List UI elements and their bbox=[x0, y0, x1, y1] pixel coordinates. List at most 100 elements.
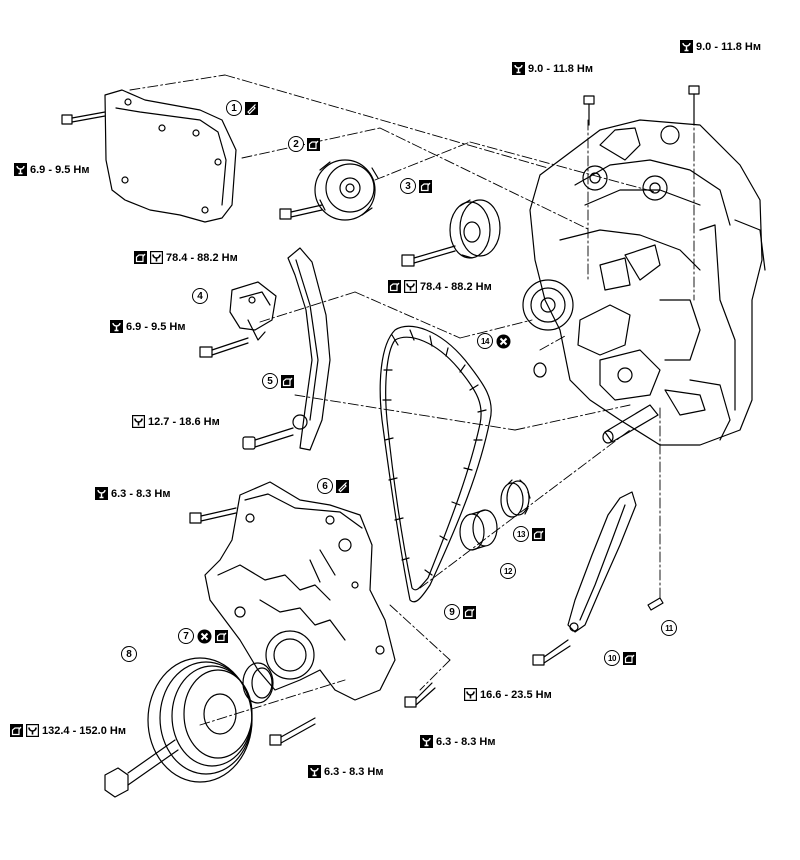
torque-label-t6: 6.9 - 9.5 Нм bbox=[110, 320, 186, 333]
part-9-timing-chain bbox=[379, 325, 492, 603]
wrench-icon bbox=[14, 163, 27, 176]
torque-icon bbox=[150, 251, 163, 264]
callout-number: 8 bbox=[121, 646, 137, 662]
torque-value: 78.4 - 88.2 Нм bbox=[166, 251, 238, 264]
callout-11: 11 bbox=[661, 620, 677, 636]
callout-8: 8 bbox=[121, 646, 137, 662]
part-1-cover bbox=[104, 89, 237, 223]
callout-number: 14 bbox=[477, 333, 493, 349]
oil-can-icon bbox=[532, 527, 545, 541]
torque-label-t1: 6.9 - 9.5 Нм bbox=[14, 163, 90, 176]
torque-value: 6.3 - 8.3 Нм bbox=[111, 487, 171, 500]
callout-number: 9 bbox=[444, 604, 460, 620]
callout-number: 4 bbox=[192, 288, 208, 304]
callout-14: 14 bbox=[477, 333, 511, 349]
part-3-exhaust-sprocket bbox=[449, 199, 501, 259]
callout-number: 13 bbox=[513, 526, 529, 542]
torque-value: 12.7 - 18.6 Нм bbox=[148, 415, 220, 428]
part-14-o-ring bbox=[533, 362, 547, 378]
callout-number: 10 bbox=[604, 650, 620, 666]
callout-number: 12 bbox=[500, 563, 516, 579]
oil-can-icon bbox=[215, 629, 228, 643]
wrench-icon bbox=[308, 765, 321, 778]
wrench-icon bbox=[420, 735, 433, 748]
bolt-crank-pulley bbox=[104, 739, 179, 798]
oil-can-icon bbox=[10, 724, 23, 737]
torque-value: 6.3 - 8.3 Нм bbox=[324, 765, 384, 778]
callout-number: 1 bbox=[226, 100, 242, 116]
callout-3: 3 bbox=[400, 178, 432, 194]
oil-can-icon bbox=[307, 137, 320, 151]
torque-label-t8: 6.3 - 8.3 Нм bbox=[95, 487, 171, 500]
bolt-front-cover-right bbox=[404, 682, 436, 708]
bolt-tensioner bbox=[199, 337, 249, 358]
bolt-sprocket-3 bbox=[401, 245, 456, 267]
callout-2: 2 bbox=[288, 136, 320, 152]
bolt-tension-guide bbox=[532, 639, 571, 666]
callout-10: 10 bbox=[604, 650, 636, 666]
bolt-sprocket-2 bbox=[279, 204, 323, 220]
callout-13: 13 bbox=[513, 526, 545, 542]
torque-value: 6.9 - 9.5 Нм bbox=[30, 163, 90, 176]
callout-number: 5 bbox=[262, 373, 278, 389]
callout-7: 7 bbox=[178, 628, 228, 644]
callout-5: 5 bbox=[262, 373, 294, 389]
wrench-icon bbox=[680, 40, 693, 53]
bolt-cover bbox=[61, 111, 106, 125]
oil-can-icon bbox=[281, 374, 294, 388]
torque-label-t7: 12.7 - 18.6 Нм bbox=[132, 415, 220, 428]
callout-number: 11 bbox=[661, 620, 677, 636]
part-4-tensioner bbox=[229, 281, 277, 341]
torque-label-t3: 9.0 - 11.8 Нм bbox=[680, 40, 761, 53]
torque-value: 9.0 - 11.8 Нм bbox=[528, 62, 594, 75]
cam-bracket-bolts bbox=[583, 85, 700, 126]
oil-can-icon bbox=[419, 179, 432, 193]
part-7-oil-seal bbox=[242, 662, 274, 704]
callout-number: 2 bbox=[288, 136, 304, 152]
torque-icon bbox=[26, 724, 39, 737]
part-5-slack-guide bbox=[287, 247, 331, 451]
part-6-front-cover bbox=[204, 481, 396, 701]
alignment-lines bbox=[129, 74, 695, 726]
torque-label-t5: 78.4 - 88.2 Нм bbox=[388, 280, 492, 293]
oil-can-icon bbox=[388, 280, 401, 293]
torque-label-t12: 6.3 - 8.3 Нм bbox=[308, 765, 384, 778]
part-13-crank-sprocket bbox=[500, 479, 531, 518]
torque-value: 6.9 - 9.5 Нм bbox=[126, 320, 186, 333]
callout-4: 4 bbox=[192, 288, 208, 304]
callout-number: 7 bbox=[178, 628, 194, 644]
bolt-guide bbox=[242, 427, 294, 450]
part-10-tension-guide bbox=[567, 491, 637, 633]
torque-label-t10: 6.3 - 8.3 Нм bbox=[420, 735, 496, 748]
part-2-cam-sprocket bbox=[314, 159, 379, 221]
replace-x-icon bbox=[496, 334, 511, 349]
wrench-icon bbox=[95, 487, 108, 500]
torque-icon bbox=[404, 280, 417, 293]
part-11-dowel bbox=[647, 597, 664, 611]
callout-6: 6 bbox=[317, 478, 349, 494]
oil-can-icon bbox=[463, 605, 476, 619]
torque-label-t2: 9.0 - 11.8 Нм bbox=[512, 62, 593, 75]
callout-number: 6 bbox=[317, 478, 333, 494]
torque-value: 16.6 - 23.5 Нм bbox=[480, 688, 552, 701]
sealant-icon bbox=[336, 479, 349, 493]
part-8-crank-pulley bbox=[147, 657, 253, 783]
crankshaft-nose bbox=[602, 404, 659, 444]
torque-label-t11: 132.4 - 152.0 Нм bbox=[10, 724, 126, 737]
bolt-front-cover-top bbox=[189, 507, 237, 524]
wrench-icon bbox=[110, 320, 123, 333]
torque-label-t4: 78.4 - 88.2 Нм bbox=[134, 251, 238, 264]
torque-icon bbox=[132, 415, 145, 428]
sealant-icon bbox=[245, 101, 258, 115]
bolt-front-cover-bottom bbox=[269, 717, 316, 746]
callout-1: 1 bbox=[226, 100, 258, 116]
callout-9: 9 bbox=[444, 604, 476, 620]
torque-value: 6.3 - 8.3 Нм bbox=[436, 735, 496, 748]
wrench-icon bbox=[512, 62, 525, 75]
oil-can-icon bbox=[623, 651, 636, 665]
torque-value: 132.4 - 152.0 Нм bbox=[42, 724, 126, 737]
torque-value: 9.0 - 11.8 Нм bbox=[696, 40, 762, 53]
replace-x-icon bbox=[197, 629, 212, 644]
torque-value: 78.4 - 88.2 Нм bbox=[420, 280, 492, 293]
